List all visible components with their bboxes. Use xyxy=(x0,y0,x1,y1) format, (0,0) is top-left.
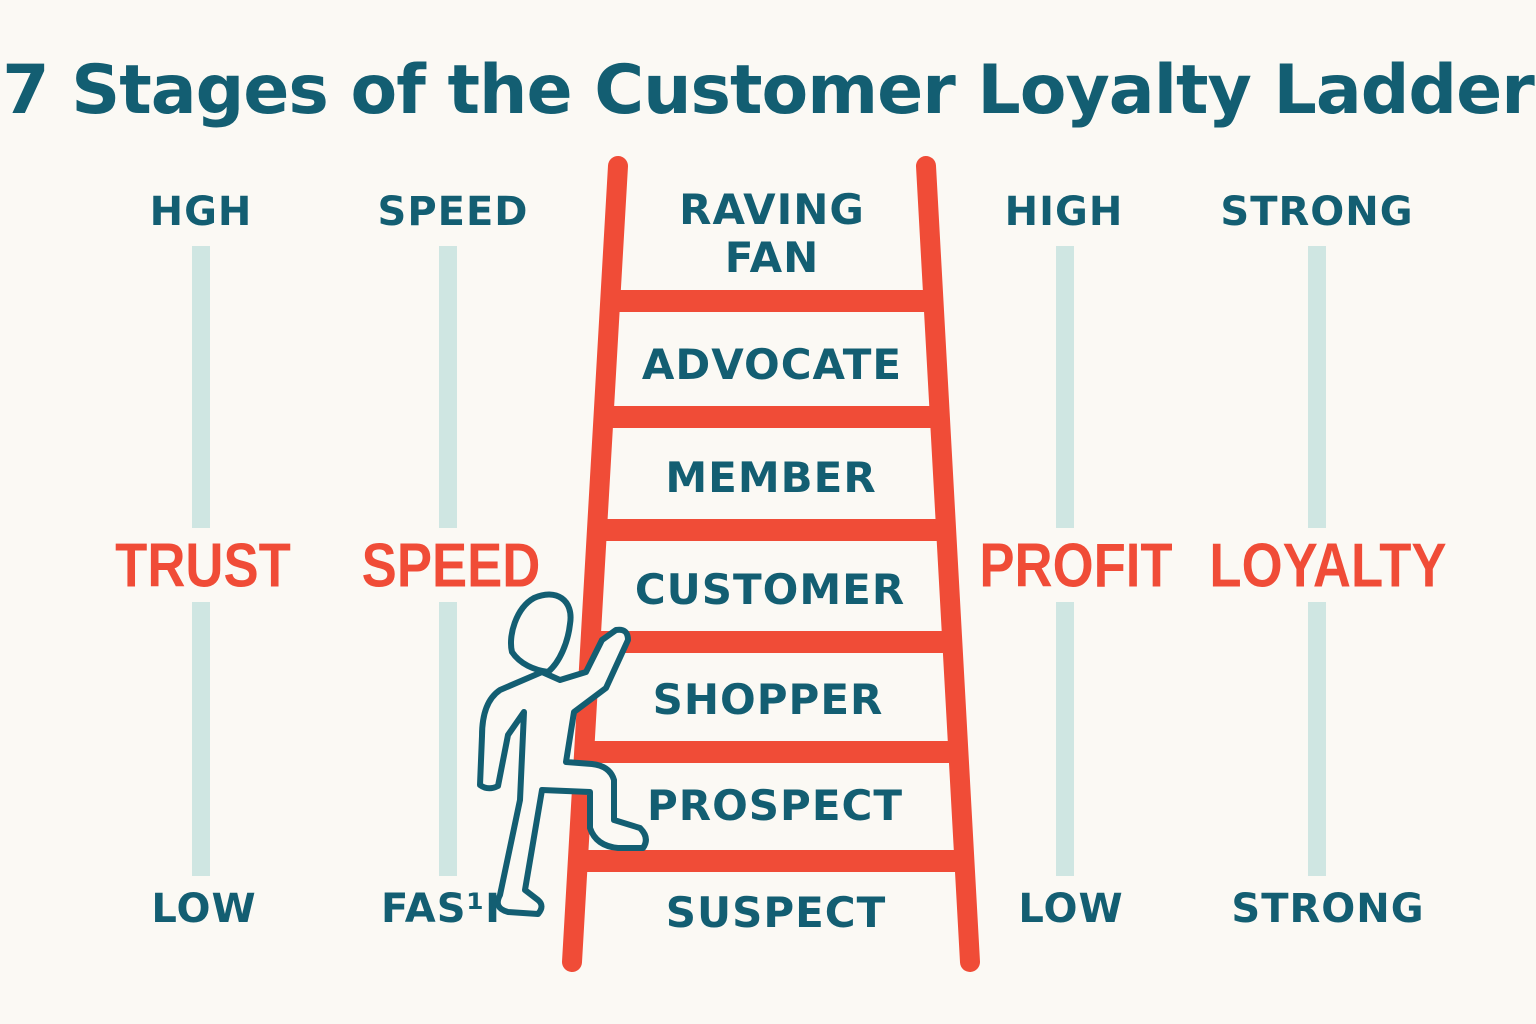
scale-bar-speed-upper xyxy=(439,246,457,528)
stage-label-member: MEMBER xyxy=(665,453,877,502)
stage-label-suspect: SUSPECT xyxy=(665,888,887,937)
stage-label-advocate: ADVOCATE xyxy=(641,340,903,389)
ladder-rail-right xyxy=(916,156,980,972)
ladder-rail-left xyxy=(562,156,628,972)
scale-bars xyxy=(192,246,1326,876)
stage-label-prospect: PROSPECT xyxy=(646,781,904,830)
scale-bottom-label-loyalty: STRONG xyxy=(1231,886,1425,932)
scale-bar-profit-upper xyxy=(1056,246,1074,528)
scale-bottom-label-profit: LOW xyxy=(1018,886,1124,932)
scale-top-label-speed: SPEED xyxy=(377,189,529,235)
scale-bar-loyalty-lower xyxy=(1308,602,1326,876)
metric-label-trust: TRUST xyxy=(115,531,291,601)
page-title: 7 Stages of the Customer Loyalty Ladder xyxy=(2,51,1534,130)
scale-bar-loyalty-upper xyxy=(1308,246,1326,528)
scale-top-label-loyalty: STRONG xyxy=(1220,189,1414,235)
scale-bar-trust-upper xyxy=(192,246,210,528)
scale-bottom-label-trust: LOW xyxy=(151,886,257,932)
scale-bottom-label-speed: FAS¹I xyxy=(381,886,501,932)
scale-top-label-trust: HGH xyxy=(149,189,253,235)
stage-label-shopper: SHOPPER xyxy=(652,675,884,724)
stage-label-raving-fan: RAVING FAN xyxy=(679,186,865,282)
stage-label-customer: CUSTOMER xyxy=(634,565,906,614)
stage-label-line: RAVING xyxy=(679,185,865,234)
stage-label-line: FAN xyxy=(724,233,820,282)
scale-bar-trust-lower xyxy=(192,602,210,876)
scale-top-label-profit: HIGH xyxy=(1004,189,1124,235)
scale-bar-profit-lower xyxy=(1056,602,1074,876)
metric-label-speed: SPEED xyxy=(361,531,541,601)
metric-label-loyalty: LOYALTY xyxy=(1209,531,1447,601)
scale-bar-speed-lower xyxy=(439,602,457,876)
metric-label-profit: PROFIT xyxy=(979,531,1173,601)
person-climbing-icon xyxy=(477,591,649,917)
